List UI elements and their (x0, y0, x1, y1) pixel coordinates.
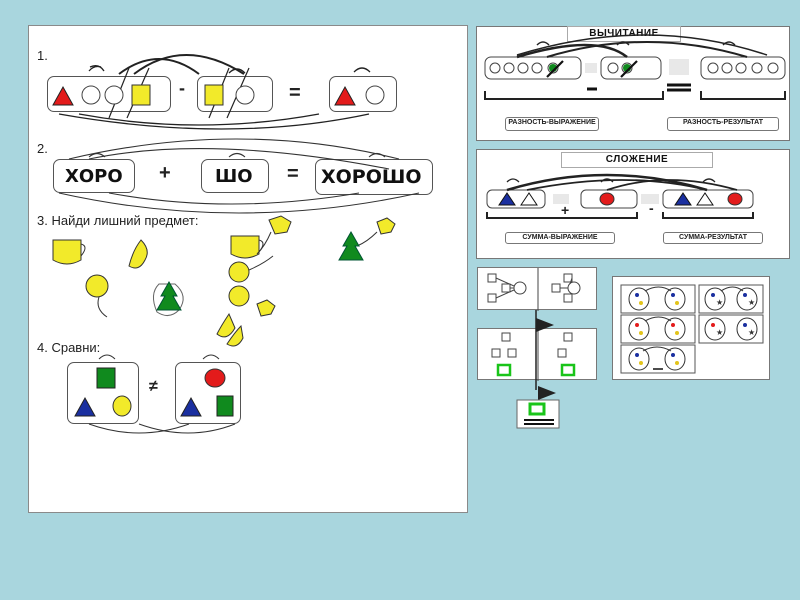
yellow-square (204, 84, 224, 106)
svg-text:★: ★ (748, 298, 755, 307)
blue-triangle (74, 396, 96, 417)
schema-panel-bottom (477, 328, 597, 381)
link-arc (58, 113, 370, 130)
yellow-leaf (376, 217, 396, 235)
addition-expression-label[interactable]: СУММА-ВЫРАЖЕНИЕ (505, 232, 615, 244)
yellow-balloon (228, 261, 250, 283)
schema-diagram-top (487, 268, 581, 311)
word-box-result[interactable] (315, 159, 433, 195)
subtraction-panel: ВЫЧИТАНИЕ РАЗНОСТЬ-ВЫРАЖЕНИЕ РАЗНОСТЬ-РЕ… (476, 26, 790, 141)
subtraction-expression-label[interactable]: РАЗНОСТЬ-ВЫРАЖЕНИЕ (505, 117, 599, 131)
schema-panel-top (477, 267, 597, 311)
worksheet-panel: 1. - = 2. ХОРО + ШО = ХОРОШО 3. Найди ли… (28, 25, 468, 513)
equals-sign-2: = (287, 163, 299, 185)
plus-sign: + (159, 162, 171, 184)
subtraction-result-label[interactable]: РАЗНОСТЬ-РЕЗУЛЬТАТ (667, 117, 779, 131)
addition-panel: СЛОЖЕНИЕ СУММА-ВЫРАЖЕНИЕ СУММА-РЕЗУЛЬТАТ… (476, 149, 790, 259)
addition-title: СЛОЖЕНИЕ (561, 152, 713, 168)
yellow-oval (112, 395, 132, 417)
green-tree-icon (338, 230, 364, 261)
strike-line (620, 60, 638, 78)
equals-placeholder (669, 59, 689, 75)
green-tree-icon (156, 280, 182, 311)
red-triangle (52, 85, 74, 106)
green-square (216, 395, 234, 417)
word-box-mid[interactable] (201, 159, 269, 193)
addition-diagram (486, 173, 754, 219)
ear-arc (202, 354, 220, 360)
compare-diagram: ★ ★ ★ ★ (620, 284, 764, 374)
ear-arc (228, 152, 246, 158)
addition-minus-sign: - (649, 200, 654, 216)
word-mid: ШО (215, 166, 253, 187)
yellow-leaf (256, 299, 276, 317)
task-1-label: 1. (37, 48, 48, 63)
flag-icon (538, 386, 556, 400)
link-arc (58, 192, 420, 214)
svg-text:★: ★ (716, 298, 723, 307)
yellow-cup (52, 239, 82, 265)
schema-diagram-bottom (491, 329, 576, 381)
yellow-balloon (228, 285, 250, 307)
task1-set-result[interactable] (329, 76, 397, 112)
task-2-label: 2. (37, 141, 48, 156)
not-equal-sign: ≠ (149, 378, 158, 395)
addition-plus-sign: + (561, 202, 570, 218)
minus-sign: - (179, 78, 185, 98)
link-arc (78, 113, 320, 126)
yellow-cup (230, 235, 260, 259)
link-arc (133, 54, 245, 75)
subtraction-diagram (484, 34, 786, 100)
task-3-label: 3. Найди лишний предмет: (37, 213, 199, 228)
yellow-leaf (268, 215, 292, 235)
task-4-label: 4. Сравни: (37, 340, 101, 355)
yellow-pear (216, 312, 236, 338)
yellow-pear (226, 324, 244, 347)
link-arc (88, 423, 190, 434)
word-box-left[interactable] (53, 159, 135, 193)
ear-arc (353, 67, 371, 73)
task1-set-b[interactable] (197, 76, 273, 112)
addition-result-label[interactable]: СУММА-РЕЗУЛЬТАТ (663, 232, 763, 244)
green-square (96, 367, 116, 389)
svg-text:★: ★ (716, 328, 723, 337)
white-circle (235, 85, 255, 105)
white-circle (81, 85, 101, 105)
flag-icon (536, 318, 554, 332)
equals-sign: = (289, 82, 301, 104)
yellow-balloon (85, 274, 109, 298)
word-result: ХОРОШО (321, 166, 422, 188)
white-circle (365, 85, 385, 105)
svg-text:★: ★ (748, 328, 755, 337)
strike-line (546, 60, 564, 78)
yellow-square (131, 84, 151, 106)
yellow-pear (128, 239, 148, 269)
link-arc (88, 148, 390, 170)
white-circle (104, 85, 124, 105)
word-left: ХОРО (65, 166, 123, 187)
worksheet-drawings (52, 54, 420, 434)
red-triangle (334, 85, 356, 106)
yellow-cup-handle (80, 243, 86, 257)
compare-panel: ≠ ★ ★ ★ ★ (612, 276, 770, 380)
blue-triangle (180, 396, 202, 417)
balloon-string (97, 296, 108, 318)
link-arc (68, 138, 400, 160)
link-arc (108, 192, 360, 205)
minus-placeholder (585, 63, 597, 73)
ear-arc (89, 65, 105, 72)
link-arc (138, 423, 236, 434)
ear-arc (98, 354, 116, 360)
red-oval (204, 368, 226, 388)
